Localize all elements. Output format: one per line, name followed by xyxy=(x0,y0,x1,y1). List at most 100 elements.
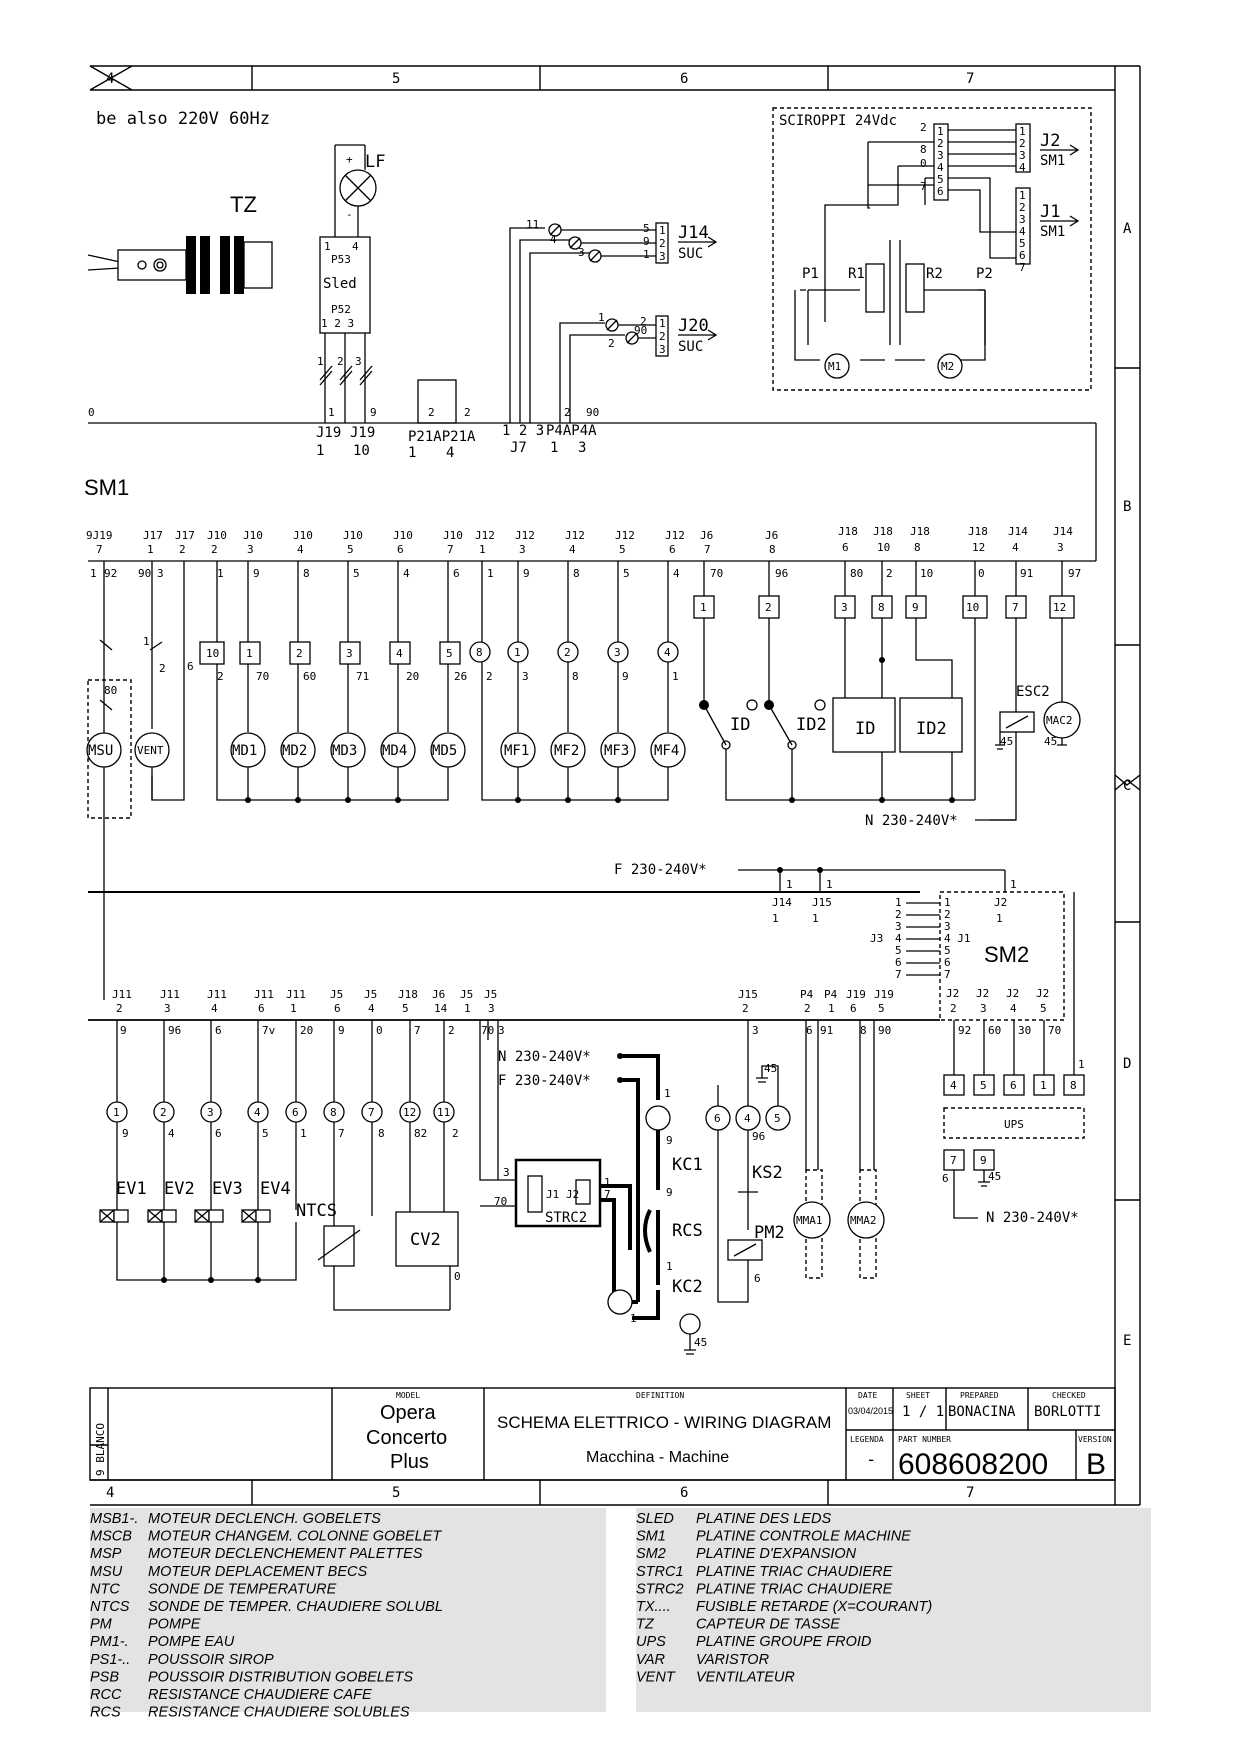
svg-text:J15: J15 xyxy=(738,988,758,1001)
svg-text:70: 70 xyxy=(1048,1024,1061,1037)
definition-label: DEFINITION xyxy=(636,1391,684,1400)
svg-text:4: 4 xyxy=(744,1112,751,1125)
column-label: 7 xyxy=(966,1485,974,1501)
svg-text:4: 4 xyxy=(550,233,557,246)
svg-text:1: 1 xyxy=(664,1087,671,1100)
svg-text:6: 6 xyxy=(397,543,404,556)
svg-text:3: 3 xyxy=(355,355,362,368)
svg-text:6: 6 xyxy=(215,1127,222,1140)
svg-text:4: 4 xyxy=(1019,161,1026,174)
svg-text:11: 11 xyxy=(437,1106,450,1119)
svg-text:6: 6 xyxy=(806,1024,813,1037)
svg-text:7: 7 xyxy=(920,180,927,193)
svg-text:1: 1 xyxy=(300,1127,307,1140)
svg-text:2: 2 xyxy=(944,908,951,921)
svg-text:J7: J7 xyxy=(510,440,527,456)
pm2-label: PM2 xyxy=(754,1223,785,1243)
svg-text:4: 4 xyxy=(1019,225,1026,238)
p1-label: P1 xyxy=(802,266,819,282)
svg-text:5: 5 xyxy=(619,543,626,556)
md3-label: MD3 xyxy=(332,743,357,759)
legend-description: MOTEUR DECLENCHEMENT PALETTES xyxy=(148,1546,423,1562)
svg-text:3: 3 xyxy=(841,601,848,614)
svg-text:8: 8 xyxy=(878,601,885,614)
svg-text:3: 3 xyxy=(944,920,951,933)
svg-text:7: 7 xyxy=(895,968,902,981)
side-text: 9 BLANCO xyxy=(94,1423,107,1476)
svg-text:1: 1 xyxy=(487,567,494,580)
svg-text:7: 7 xyxy=(1012,601,1019,614)
ev1-label: EV1 xyxy=(116,1179,147,1199)
svg-text:2: 2 xyxy=(765,601,772,614)
svg-text:1: 1 xyxy=(328,406,335,419)
svg-text:J2: J2 xyxy=(1036,987,1049,1000)
svg-text:J12: J12 xyxy=(515,529,535,542)
md2-label: MD2 xyxy=(282,743,307,759)
svg-text:90: 90 xyxy=(138,567,151,580)
svg-text:10: 10 xyxy=(920,567,933,580)
p53-label: P53 xyxy=(331,253,351,266)
suc-label: SUC xyxy=(678,246,703,262)
svg-text:2: 2 xyxy=(742,1002,749,1015)
svg-text:P4: P4 xyxy=(800,988,814,1001)
row-label: C xyxy=(1123,778,1131,794)
md4-label: MD4 xyxy=(382,743,407,759)
legend-description: PLATINE D'EXPANSION xyxy=(696,1546,857,1562)
svg-text:45: 45 xyxy=(764,1062,777,1075)
svg-text:3: 3 xyxy=(498,1024,505,1037)
svg-text:8: 8 xyxy=(914,541,921,554)
svg-text:1: 1 xyxy=(550,440,558,456)
svg-text:4: 4 xyxy=(368,1002,375,1015)
svg-text:J18: J18 xyxy=(838,525,858,538)
checked-value: BORLOTTI xyxy=(1034,1404,1101,1420)
svg-text:4: 4 xyxy=(937,161,944,174)
svg-text:J15: J15 xyxy=(812,896,832,909)
svg-text:1: 1 xyxy=(895,896,902,909)
svg-text:1: 1 xyxy=(700,601,707,614)
row-labels: A B C D E xyxy=(1123,221,1132,1349)
svg-text:5: 5 xyxy=(937,173,944,186)
svg-text:P21AP21A: P21AP21A xyxy=(408,429,476,445)
sm1-label-2: SM1 xyxy=(1040,224,1065,240)
svg-text:70: 70 xyxy=(481,1024,494,1037)
svg-text:3: 3 xyxy=(1019,213,1026,226)
svg-text:1: 1 xyxy=(317,355,324,368)
svg-text:8: 8 xyxy=(572,670,579,683)
svg-text:0: 0 xyxy=(88,406,95,419)
svg-text:7: 7 xyxy=(414,1024,421,1037)
svg-text:6: 6 xyxy=(1010,1079,1017,1092)
svg-text:J11: J11 xyxy=(286,988,306,1001)
svg-text:J1: J1 xyxy=(546,1188,559,1201)
mf4-label: MF4 xyxy=(654,743,679,759)
svg-text:3: 3 xyxy=(522,670,529,683)
svg-text:7: 7 xyxy=(704,543,711,556)
svg-text:J2: J2 xyxy=(566,1188,579,1201)
date-label: DATE xyxy=(858,1391,877,1400)
part-number-label: PART NUMBER xyxy=(898,1435,951,1444)
svg-text:J6: J6 xyxy=(700,529,713,542)
svg-text:8: 8 xyxy=(573,567,580,580)
svg-text:82: 82 xyxy=(414,1127,427,1140)
svg-text:1: 1 xyxy=(113,1106,120,1119)
led-lamp-lf: LF + - xyxy=(334,144,385,237)
svg-text:4: 4 xyxy=(569,543,576,556)
svg-text:J11: J11 xyxy=(254,988,274,1001)
svg-text:45: 45 xyxy=(694,1336,707,1349)
p52-label: P52 xyxy=(331,303,351,316)
svg-text:1: 1 xyxy=(324,240,331,253)
legend-description: SONDE DE TEMPERATURE xyxy=(148,1581,337,1597)
model-line-1: Opera xyxy=(380,1402,436,1424)
legend-code: PM1-. xyxy=(90,1634,129,1650)
svg-text:1: 1 xyxy=(937,125,944,138)
svg-text:71: 71 xyxy=(356,670,369,683)
svg-text:2: 2 xyxy=(886,567,893,580)
svg-text:9: 9 xyxy=(122,1127,129,1140)
svg-text:J18: J18 xyxy=(968,525,988,538)
syrup-buttons-j20: 12 290 123 J20 SUC xyxy=(559,311,718,423)
svg-text:8: 8 xyxy=(378,1127,385,1140)
column-label: 5 xyxy=(392,1485,400,1501)
legend-code: TX.... xyxy=(636,1599,671,1615)
